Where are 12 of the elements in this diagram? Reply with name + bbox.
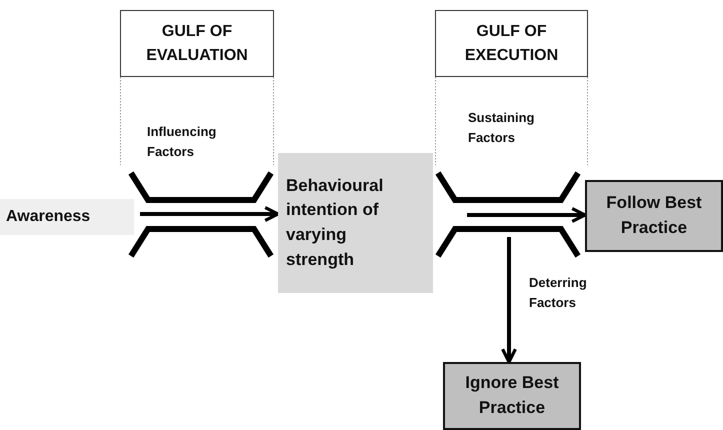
arrow (467, 207, 587, 223)
arrow (501, 237, 517, 364)
outcome-box: Ignore Best Practice (443, 362, 581, 430)
state-box: Behavioural intention of varying strength (278, 153, 433, 293)
heading-box: GULF OF EXECUTION (435, 10, 588, 77)
input-box: Awareness (0, 199, 134, 235)
factor-label: Sustaining Factors (468, 109, 536, 146)
arrow (140, 206, 280, 222)
outcome-box: Follow Best Practice (585, 180, 723, 252)
heading-box: GULF OF EVALUATION (120, 10, 274, 77)
factor-label: Deterring Factors (529, 274, 588, 312)
factor-label: Influencing Factors (147, 123, 218, 160)
